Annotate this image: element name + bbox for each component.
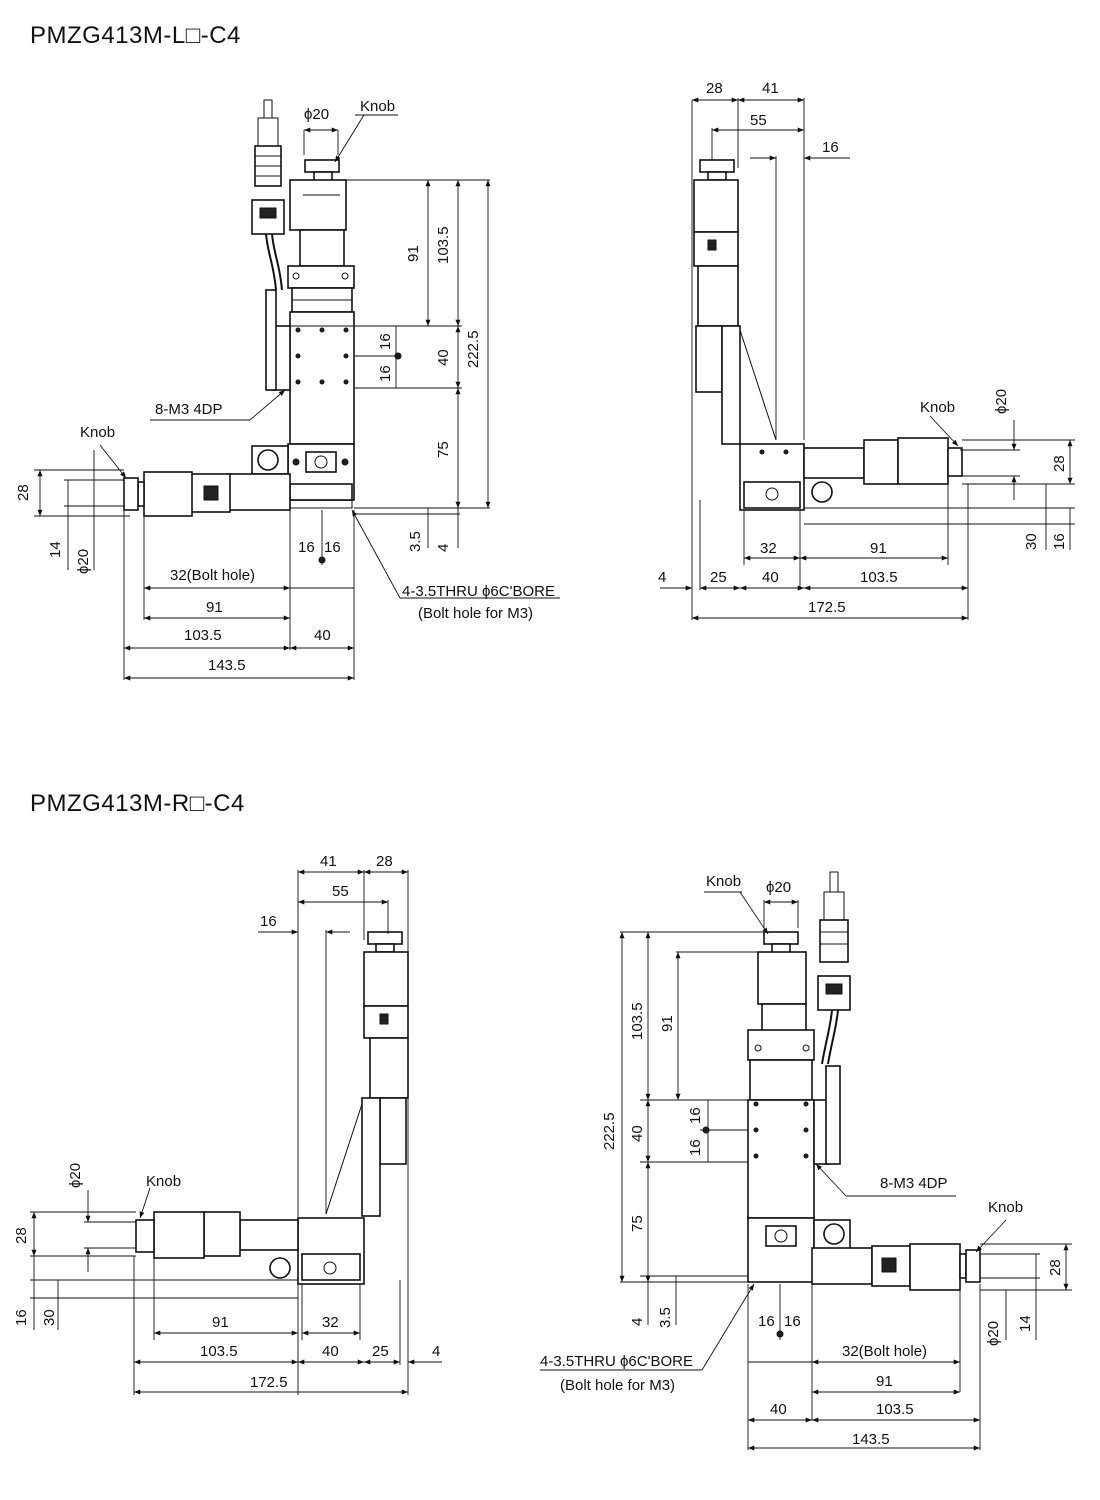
- dim-32: 32: [322, 1314, 339, 1331]
- label-bolt-m3: (Bolt hole for M3): [560, 1377, 675, 1394]
- dim-phi20-2: ϕ20: [75, 549, 92, 574]
- dim-phi20: ϕ20: [304, 106, 329, 123]
- dim-16v-a: 16: [687, 1107, 704, 1124]
- dim-40v: 40: [435, 349, 452, 366]
- label-thru: 4-3.5THRU ϕ6C'BORE: [540, 1353, 693, 1370]
- dim-40v: 40: [629, 1125, 646, 1142]
- dim-91: 91: [212, 1314, 229, 1331]
- label-knob-2: Knob: [988, 1199, 1023, 1216]
- dim-91: 91: [870, 540, 887, 557]
- view-l-side: [660, 97, 1075, 621]
- dim-30v: 30: [1023, 533, 1040, 550]
- dim-55: 55: [332, 883, 349, 900]
- dim-91v: 91: [659, 1015, 676, 1032]
- dim-28v: 28: [1051, 455, 1068, 472]
- label-knob-2: Knob: [80, 424, 115, 441]
- dim-103-5v: 103.5: [435, 226, 452, 264]
- dim-75v: 75: [435, 441, 452, 458]
- dim-41: 41: [320, 853, 337, 870]
- dim-28: 28: [376, 853, 393, 870]
- label-knob: Knob: [146, 1173, 181, 1190]
- label-bolt32: 32(Bolt hole): [170, 567, 255, 584]
- dim-103-5: 103.5: [876, 1401, 914, 1418]
- dim-28: 28: [706, 80, 723, 97]
- dim-16v-b: 16: [377, 365, 394, 382]
- dim-16: 16: [822, 139, 839, 156]
- dim-40: 40: [322, 1343, 339, 1360]
- view-r-front: [540, 871, 1072, 1451]
- label-knob: Knob: [360, 98, 395, 115]
- dim-222-5v: 222.5: [465, 330, 482, 368]
- dim-14: 14: [47, 541, 64, 558]
- drawing-title-right-model: PMZG413M-R□-C4: [30, 790, 245, 817]
- dim-103-5v: 103.5: [629, 1002, 646, 1040]
- dim-16v-a: 16: [377, 333, 394, 350]
- dim-16b: 16: [784, 1313, 801, 1330]
- label-knob: Knob: [920, 399, 955, 416]
- dim-222-5v: 222.5: [601, 1112, 618, 1150]
- label-bolt32: 32(Bolt hole): [842, 1343, 927, 1360]
- labels-view-r-front: Knob ϕ20 8-M3 4DP Knob 4-3.5THRU ϕ6C'BOR…: [540, 873, 1064, 1448]
- dim-91v: 91: [405, 245, 422, 262]
- dim-75v: 75: [629, 1215, 646, 1232]
- label-m3: 8-M3 4DP: [155, 401, 223, 418]
- dim-3-5v: 3.5: [657, 1307, 674, 1328]
- dim-16v-b: 16: [687, 1139, 704, 1156]
- label-bolt-m3: (Bolt hole for M3): [418, 605, 533, 622]
- dim-phi20: ϕ20: [993, 389, 1010, 414]
- label-m3: 8-M3 4DP: [880, 1175, 948, 1192]
- drawing-title-left-model: PMZG413M-L□-C4: [30, 22, 241, 49]
- dim-143-5: 143.5: [852, 1431, 890, 1448]
- dim-91: 91: [876, 1373, 893, 1390]
- dim-172-5: 172.5: [808, 599, 846, 616]
- dim-28: 28: [15, 484, 32, 501]
- dim-3-5v: 3.5: [407, 531, 424, 552]
- dim-25: 25: [372, 1343, 389, 1360]
- dim-16a: 16: [758, 1313, 775, 1330]
- view-r-side: [30, 869, 442, 1395]
- dim-4v: 4: [435, 544, 452, 552]
- label-thru: 4-3.5THRU ϕ6C'BORE: [402, 583, 555, 600]
- dim-40: 40: [314, 627, 331, 644]
- dim-28v: 28: [1047, 1259, 1064, 1276]
- dim-4v: 4: [629, 1318, 646, 1326]
- dim-14v: 14: [1017, 1315, 1034, 1332]
- dim-55: 55: [750, 112, 767, 129]
- dim-phi20-2: ϕ20: [985, 1321, 1002, 1346]
- dim-103-5: 103.5: [184, 627, 222, 644]
- dim-4: 4: [432, 1343, 440, 1360]
- dim-32: 32: [760, 540, 777, 557]
- dim-30v: 30: [41, 1309, 58, 1326]
- dim-16: 16: [260, 913, 277, 930]
- dim-172-5: 172.5: [250, 1374, 288, 1391]
- dim-25: 25: [710, 569, 727, 586]
- dim-16v: 16: [1051, 533, 1068, 550]
- dim-16v: 16: [13, 1309, 30, 1326]
- labels-view-r-side: 41 28 55 16 Knob 91 32 103.5 40 25 4 172…: [13, 853, 440, 1391]
- dim-91: 91: [206, 599, 223, 616]
- dim-40: 40: [770, 1401, 787, 1418]
- dim-28v: 28: [13, 1227, 30, 1244]
- label-knob: Knob: [706, 873, 741, 890]
- dim-40: 40: [762, 569, 779, 586]
- dim-4: 4: [658, 569, 666, 586]
- dim-16b: 16: [324, 539, 341, 556]
- dim-103-5: 103.5: [200, 1343, 238, 1360]
- dim-103-5: 103.5: [860, 569, 898, 586]
- dim-41: 41: [762, 80, 779, 97]
- view-l-front: [34, 99, 560, 681]
- dim-phi20: ϕ20: [766, 879, 791, 896]
- dim-phi20: ϕ20: [67, 1163, 84, 1188]
- labels-view-l-front: ϕ20 Knob 8-M3 4DP 4-3.5THRU ϕ6C'BORE (Bo…: [15, 98, 555, 674]
- labels-view-l-side: 28 41 55 16 Knob 32 91 4 25 40 103.5 172…: [658, 80, 1068, 616]
- dim-143-5: 143.5: [208, 657, 246, 674]
- dim-16a: 16: [298, 539, 315, 556]
